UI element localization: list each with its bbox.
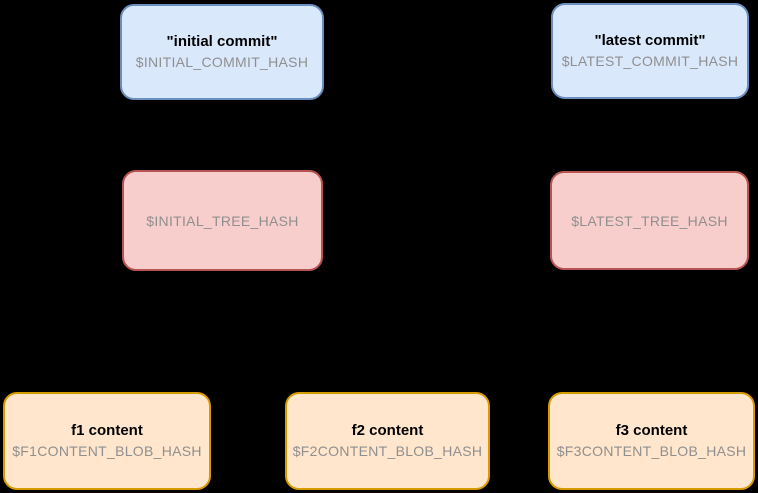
blob-title: f1 content bbox=[71, 422, 143, 439]
commit-title: "latest commit" bbox=[594, 32, 706, 49]
blob-hash-placeholder: $F3CONTENT_BLOB_HASH bbox=[556, 443, 747, 459]
blob-hash-placeholder: $F1CONTENT_BLOB_HASH bbox=[12, 443, 202, 459]
tree-node-latest: $LATEST_TREE_HASH bbox=[550, 171, 749, 270]
tree-hash-placeholder: $LATEST_TREE_HASH bbox=[571, 212, 728, 229]
tree-hash-placeholder: $INITIAL_TREE_HASH bbox=[146, 212, 299, 229]
commit-node-latest: "latest commit" $LATEST_COMMIT_HASH bbox=[551, 3, 749, 99]
blob-hash-placeholder: $F2CONTENT_BLOB_HASH bbox=[292, 443, 483, 459]
commit-hash-placeholder: $INITIAL_COMMIT_HASH bbox=[135, 54, 309, 70]
tree-node-initial: $INITIAL_TREE_HASH bbox=[122, 170, 323, 271]
blob-node-f1: f1 content $F1CONTENT_BLOB_HASH bbox=[3, 392, 211, 490]
blob-title: f2 content bbox=[351, 422, 424, 439]
blob-title: f3 content bbox=[615, 422, 688, 439]
blob-node-f2: f2 content $F2CONTENT_BLOB_HASH bbox=[285, 392, 490, 490]
commit-node-initial: "initial commit" $INITIAL_COMMIT_HASH bbox=[120, 4, 324, 100]
commit-hash-placeholder: $LATEST_COMMIT_HASH bbox=[561, 53, 739, 69]
blob-node-f3: f3 content $F3CONTENT_BLOB_HASH bbox=[548, 392, 755, 490]
commit-title: "initial commit" bbox=[166, 33, 278, 50]
